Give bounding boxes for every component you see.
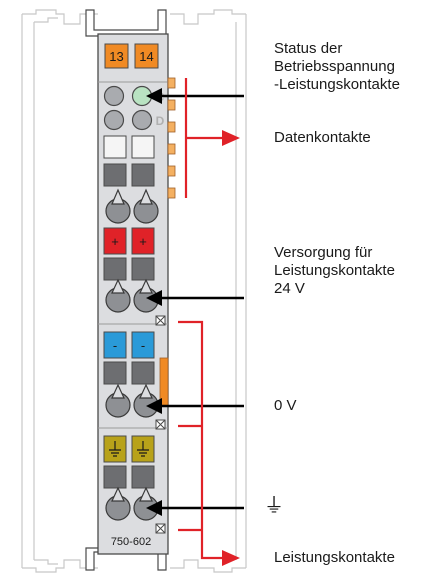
minus-clamps — [105, 383, 159, 418]
arrow-zero-volt-head — [146, 398, 162, 414]
minus-block-1 — [103, 331, 127, 359]
minus-symbol-2: - — [141, 338, 145, 353]
article-number: 750-602 — [111, 536, 151, 548]
plus-block-2 — [131, 227, 155, 255]
arrow-status-head — [146, 88, 162, 104]
slot-ground-2 — [131, 465, 155, 489]
terminal-number-13: 13 — [109, 49, 123, 64]
slot-minus-2 — [131, 361, 155, 385]
slot-minus-1 — [103, 361, 127, 385]
status-callout: Status der Betriebsspannung -Leistungsko… — [274, 40, 400, 93]
terminal-number-14: 14 — [139, 49, 153, 64]
data-contacts — [167, 77, 176, 199]
led-letter-d: D — [156, 114, 165, 128]
plus-clamps — [105, 278, 159, 313]
minus-block-2 — [131, 331, 155, 359]
red-brackets — [178, 78, 224, 560]
arrow-supply-head — [146, 290, 162, 306]
upper-slots — [103, 135, 155, 187]
red-arrow-data-head — [222, 130, 240, 146]
contact-cross-marks — [155, 315, 166, 534]
terminal-label-14 — [134, 43, 159, 69]
led-off — [103, 85, 125, 107]
led-off-3 — [131, 109, 153, 131]
plus-symbol-1: + — [111, 234, 119, 249]
slot-ground-1 — [103, 465, 127, 489]
slot-plus-1 — [103, 257, 127, 281]
led-off-2 — [103, 109, 125, 131]
arrow-ground-head — [146, 500, 162, 516]
data-contacts-callout: Datenkontakte — [274, 129, 371, 146]
red-arrow-power-head — [222, 550, 240, 566]
plus-symbol-2: + — [139, 234, 147, 249]
upper-clamps — [105, 188, 159, 224]
supply-callout: Versorgung für Leistungskontakte 24 V — [274, 244, 395, 297]
ground-callout: ⏚ — [264, 493, 284, 517]
ground-clamps — [105, 486, 159, 521]
ground-block-symbols — [109, 441, 149, 457]
minus-symbol-1: - — [113, 338, 117, 353]
frame-outline — [21, 9, 247, 573]
plus-block-1 — [103, 227, 127, 255]
slot-plus-2 — [131, 257, 155, 281]
zero-volt-callout: 0 V — [274, 397, 297, 414]
power-contacts-callout: Leistungskontakte — [274, 549, 395, 566]
terminal-label-13 — [104, 43, 129, 69]
